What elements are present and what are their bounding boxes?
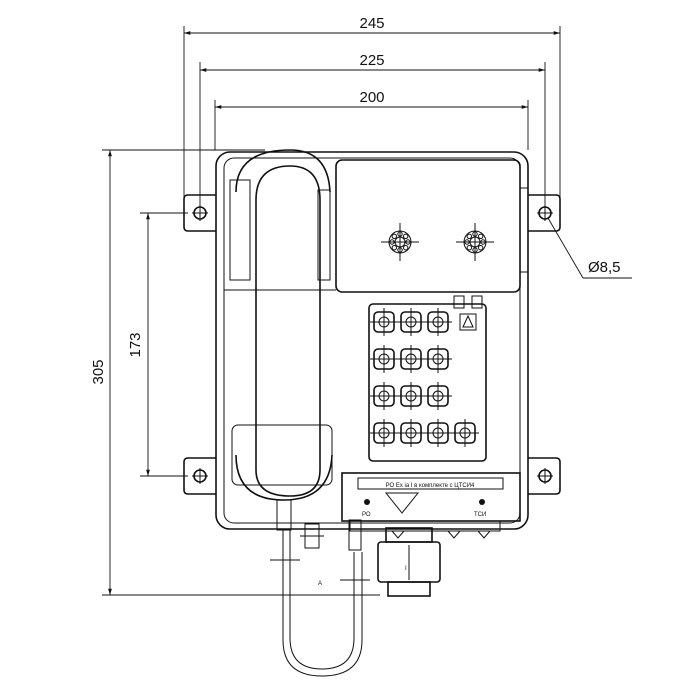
keypad-switch	[453, 295, 483, 331]
bell-panel	[335, 159, 528, 293]
keypad-key	[451, 419, 479, 447]
keypad-key	[370, 419, 398, 447]
keypad-key	[397, 419, 425, 447]
enclosure-body	[215, 151, 529, 530]
keypad-key	[424, 345, 452, 373]
keypad-key	[397, 345, 425, 373]
keypad-key	[370, 345, 398, 373]
keypad-key	[424, 419, 452, 447]
dim-305-label: 305	[90, 359, 107, 384]
dimension-lines	[102, 26, 632, 596]
handset-cord: А	[270, 499, 370, 677]
dim-200-label: 200	[359, 89, 384, 106]
keypad-key	[397, 382, 425, 410]
keypad-key	[370, 382, 398, 410]
nameplate-right-mark: ТСИ	[474, 512, 486, 518]
keypad-key	[424, 308, 452, 336]
keypad	[370, 308, 479, 447]
dim-173-label: 173	[127, 332, 144, 357]
keypad-key	[370, 308, 398, 336]
cable-mark: А	[318, 581, 322, 587]
nameplate-left-mark: РО	[362, 512, 371, 518]
dim-225-label: 225	[359, 52, 384, 69]
gland-mark: I	[405, 566, 407, 572]
bell-left-icon	[381, 223, 419, 261]
nameplate: РО Ex ia I в комплекте с ЦТСИ4 РО ТСИ	[341, 472, 521, 522]
keypad-plate	[368, 303, 487, 462]
keypad-key	[397, 308, 425, 336]
keypad-key	[424, 382, 452, 410]
dim-245-label: 245	[359, 15, 384, 32]
cable-gland: I	[377, 527, 441, 597]
bottom-terminals	[300, 520, 501, 549]
dimension-labels: 245 225 200 305 173 Ø8,5	[90, 15, 621, 385]
mounting-lugs	[183, 194, 561, 495]
bell-right-icon	[456, 223, 494, 261]
hole-diameter-label: Ø8,5	[588, 259, 621, 276]
nameplate-text: РО Ex ia I в комплекте с ЦТСИ4	[386, 483, 475, 489]
